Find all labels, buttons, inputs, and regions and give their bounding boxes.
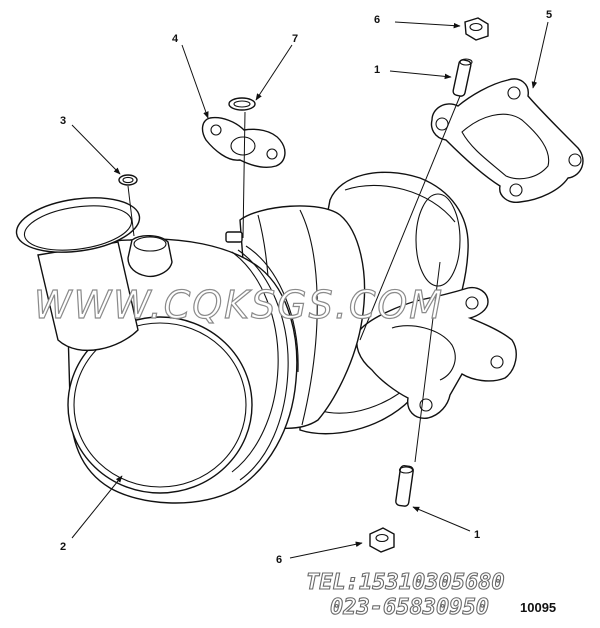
drawing-code: 10095 <box>520 600 556 615</box>
o-ring-7 <box>228 97 256 111</box>
gasket-oil-inlet <box>201 116 286 169</box>
callout-3: 3 <box>60 115 66 127</box>
callout-6-top: 6 <box>374 14 380 26</box>
callout-7: 7 <box>292 33 298 45</box>
o-ring-3 <box>118 174 138 186</box>
callout-1-bottom: 1 <box>474 529 480 541</box>
oil-inlet-boss <box>127 235 173 278</box>
contact-phone: 023-65830950 <box>330 595 489 620</box>
turbine-outlet-flange <box>356 286 517 419</box>
callout-2: 2 <box>60 541 66 553</box>
assembly-lines <box>127 95 461 463</box>
leader-arrows <box>71 21 549 559</box>
nut-bottom <box>369 527 395 553</box>
callout-6-bottom: 6 <box>276 554 282 566</box>
compressor-cover <box>67 316 253 494</box>
watermark-url: WWW.CQKSGS.COM <box>34 283 444 327</box>
stud-bottom <box>395 465 414 507</box>
stud-top <box>452 58 473 97</box>
callout-4: 4 <box>172 33 179 45</box>
contact-tel: TEL:15310305680 <box>306 570 505 595</box>
compressor-inlet <box>15 197 141 352</box>
callout-1-top: 1 <box>374 64 380 76</box>
nut-top <box>464 17 489 41</box>
gasket-exhaust-upper <box>430 78 584 203</box>
callout-5: 5 <box>546 9 552 21</box>
